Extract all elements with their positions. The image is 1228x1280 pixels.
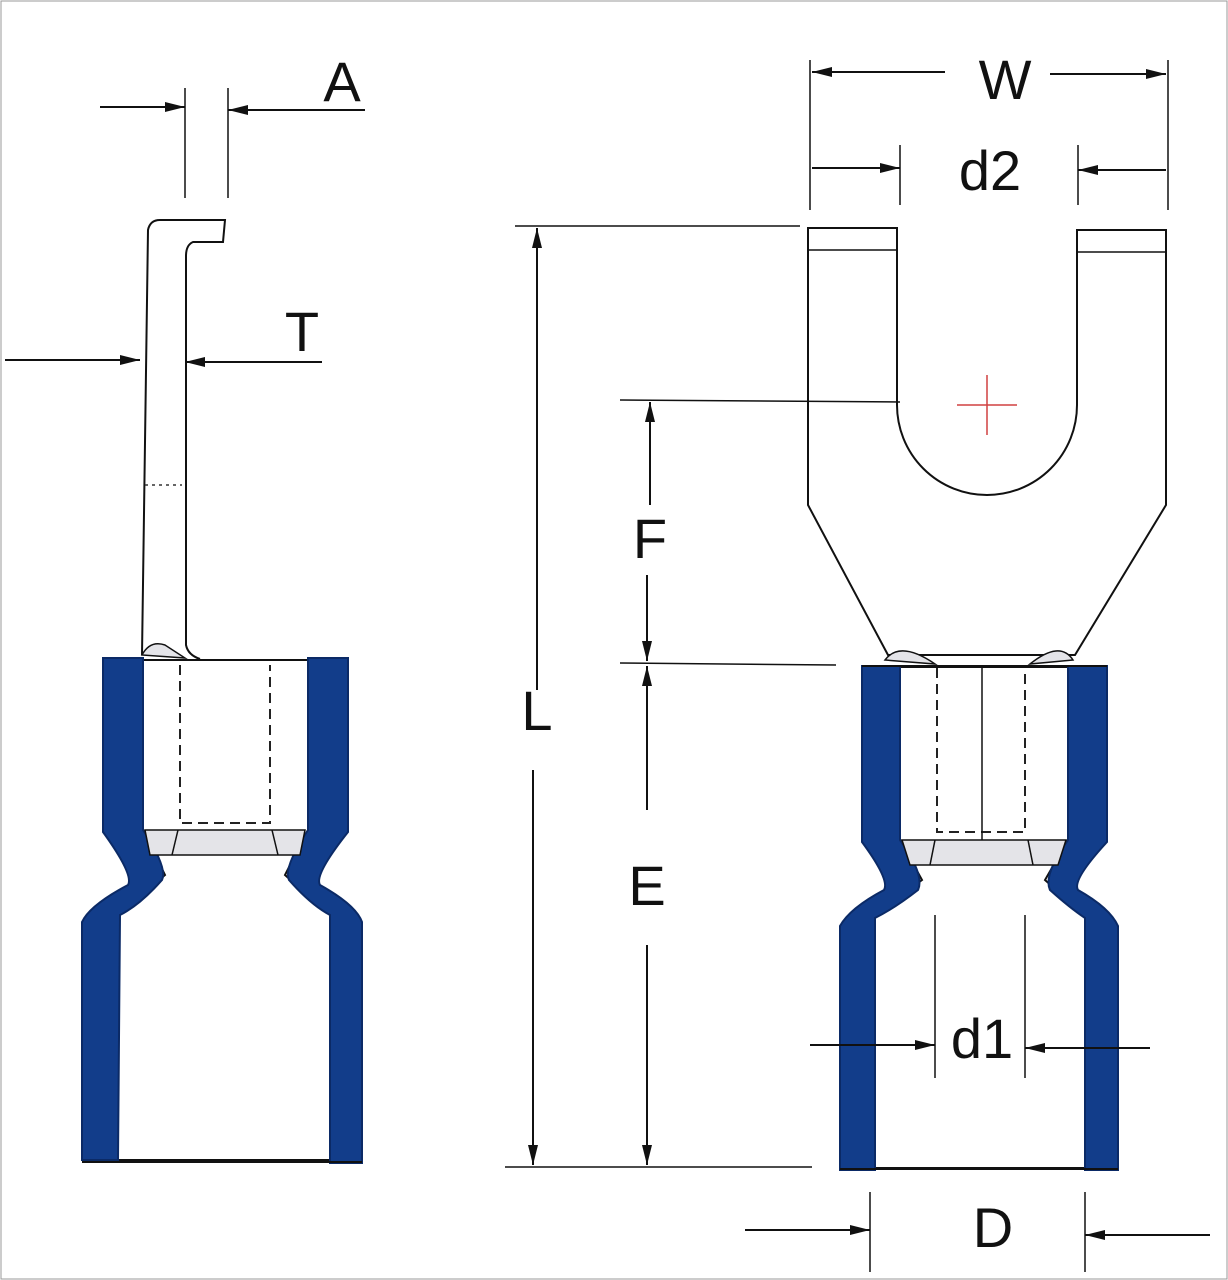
label-A: A	[323, 50, 361, 113]
label-D: D	[973, 1196, 1013, 1259]
barrel-hidden-line	[179, 665, 271, 824]
insulation-sleeve-left	[81, 657, 165, 1161]
label-L: L	[521, 679, 552, 742]
front-view: W d2	[505, 48, 1210, 1272]
label-d2: d2	[959, 139, 1021, 202]
dimension-d2: d2	[812, 139, 1166, 205]
dimension-T: T	[5, 300, 322, 367]
dimension-A: A	[100, 50, 365, 198]
terminal-blade-side	[141, 219, 227, 660]
label-F: F	[633, 507, 667, 570]
stud-center-mark	[957, 375, 1017, 435]
dimension-d1: d1	[810, 915, 1150, 1078]
label-T: T	[285, 300, 319, 363]
label-d1: d1	[951, 1007, 1013, 1070]
side-view: A T	[5, 50, 365, 1164]
barrel-hidden-line	[936, 668, 1026, 833]
brazed-seam	[140, 643, 188, 659]
dimension-W: W	[809, 48, 1169, 210]
dimension-D: D	[745, 1192, 1210, 1272]
dimension-E: E	[628, 666, 666, 1165]
label-W: W	[979, 48, 1032, 111]
dimension-L: L	[505, 225, 812, 1168]
dimension-F: F	[619, 399, 901, 666]
label-E: E	[628, 854, 665, 917]
terminal-fork	[807, 227, 1167, 656]
